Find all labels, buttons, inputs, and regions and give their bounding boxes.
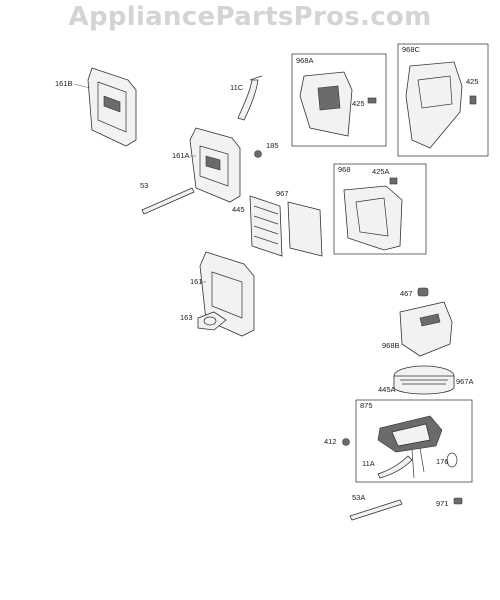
label-445: 445 — [232, 205, 245, 214]
part-163-gasket[interactable] — [197, 311, 227, 331]
label-971: 971 — [436, 499, 449, 508]
part-968a-cover[interactable] — [299, 71, 353, 137]
part-875-base[interactable] — [377, 415, 443, 479]
label-968b: 968B — [382, 341, 400, 350]
box-968c — [397, 43, 489, 157]
label-11c: 11C — [230, 83, 244, 92]
label-445a: 445A — [378, 385, 396, 394]
label-11a: 11A — [362, 459, 375, 468]
label-53a: 53A — [352, 493, 365, 502]
part-445-air-filter[interactable] — [249, 195, 283, 257]
part-161a-housing[interactable] — [189, 127, 241, 203]
part-968-cover[interactable] — [343, 185, 403, 251]
part-968b-cover[interactable] — [399, 301, 453, 357]
part-161b-housing[interactable] — [87, 67, 137, 147]
label-53: 53 — [140, 181, 148, 190]
label-425-b: 425 — [466, 77, 479, 86]
part-445a-filter[interactable] — [393, 365, 455, 395]
box-968a — [291, 53, 387, 147]
label-875: 875 — [360, 401, 373, 410]
label-161: 161 — [190, 277, 203, 286]
label-467: 467 — [400, 289, 413, 298]
label-161a: 161A — [172, 151, 190, 160]
label-968: 968 — [338, 165, 351, 174]
label-425a: 425A — [372, 167, 390, 176]
part-425-screw-b[interactable] — [469, 95, 477, 105]
part-11a-hose[interactable] — [377, 455, 413, 479]
part-412-nut[interactable] — [342, 438, 350, 446]
part-425-screw-a[interactable] — [367, 97, 377, 104]
part-53-stud[interactable] — [141, 187, 195, 215]
part-967-pre-cleaner[interactable] — [287, 201, 323, 257]
part-176-o-ring[interactable] — [446, 452, 458, 468]
part-53a-stud[interactable] — [349, 499, 403, 521]
box-968 — [333, 163, 427, 255]
part-971-fitting[interactable] — [453, 497, 463, 505]
part-467-knob[interactable] — [417, 287, 429, 297]
label-161b: 161B — [55, 79, 73, 88]
label-185: 185 — [266, 141, 279, 150]
site-watermark: AppliancePartsPros.com — [68, 2, 432, 32]
label-967a: 967A — [456, 377, 474, 386]
label-425-a: 425 — [352, 99, 365, 108]
part-185-nut[interactable] — [254, 150, 262, 158]
label-176: 176 — [436, 457, 449, 466]
part-425a-screw[interactable] — [389, 177, 398, 185]
part-968c-cover[interactable] — [405, 61, 463, 149]
part-11c-hose[interactable] — [237, 75, 263, 121]
label-163: 163 — [180, 313, 193, 322]
box-875 — [355, 399, 473, 483]
label-412: 412 — [324, 437, 337, 446]
label-968a: 968A — [296, 56, 314, 65]
label-968c: 968C — [402, 45, 421, 54]
label-967: 967 — [276, 189, 289, 198]
